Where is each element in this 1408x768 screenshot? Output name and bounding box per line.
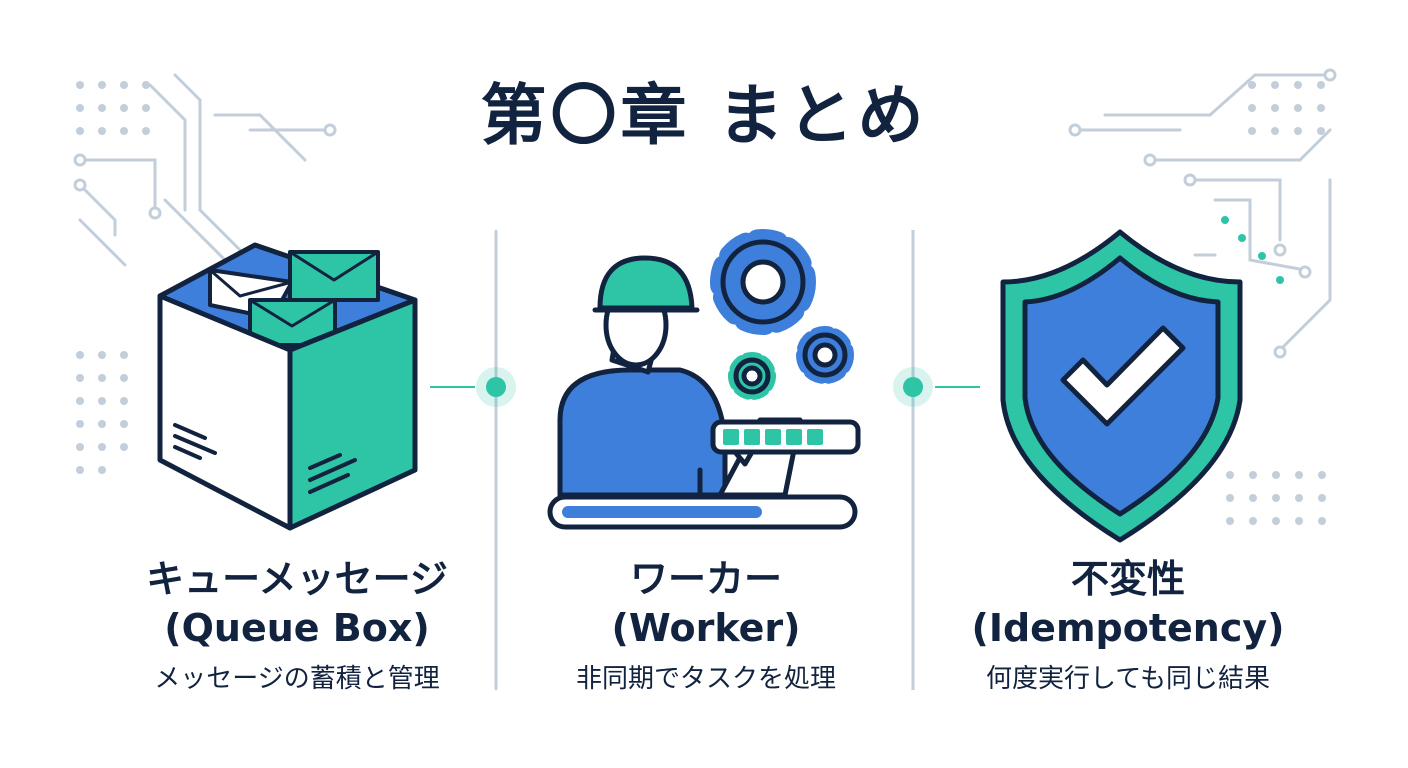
circuit-decoration-left — [73, 73, 337, 277]
column-title: キューメッセージ — [146, 557, 448, 601]
shield-check-icon — [1000, 229, 1243, 543]
divider-right — [893, 230, 980, 690]
column-title: 不変性 — [1070, 557, 1185, 601]
column-description: 何度実行しても同じ結果 — [986, 664, 1270, 694]
column-description: メッセージの蓄積と管理 — [154, 664, 440, 694]
divider-left — [430, 230, 516, 690]
page-title: 第〇章 まとめ — [480, 77, 928, 154]
column-idempotency: 不変性 (Idempotency) 何度実行しても同じ結果 — [918, 555, 1338, 699]
column-description: 非同期でタスクを処理 — [575, 664, 836, 694]
column-title: ワーカー — [629, 557, 782, 601]
column-subtitle: (Queue Box) — [164, 606, 430, 650]
queue-box-icon — [157, 242, 418, 531]
gear-icon-large — [710, 229, 816, 335]
column-subtitle: (Worker) — [611, 606, 801, 650]
column-worker: ワーカー (Worker) 非同期でタスクを処理 — [496, 555, 916, 699]
teal-dots-decoration — [1221, 216, 1284, 284]
worker-icon — [547, 229, 861, 530]
column-subtitle: (Idempotency) — [971, 606, 1285, 650]
gear-icon-small — [796, 326, 854, 384]
dot-grid-decoration — [76, 81, 1326, 525]
column-queue-box: キューメッセージ (Queue Box) メッセージの蓄積と管理 — [87, 555, 507, 699]
gear-icon-teal — [728, 352, 776, 400]
circuit-decoration-right — [1068, 68, 1337, 359]
